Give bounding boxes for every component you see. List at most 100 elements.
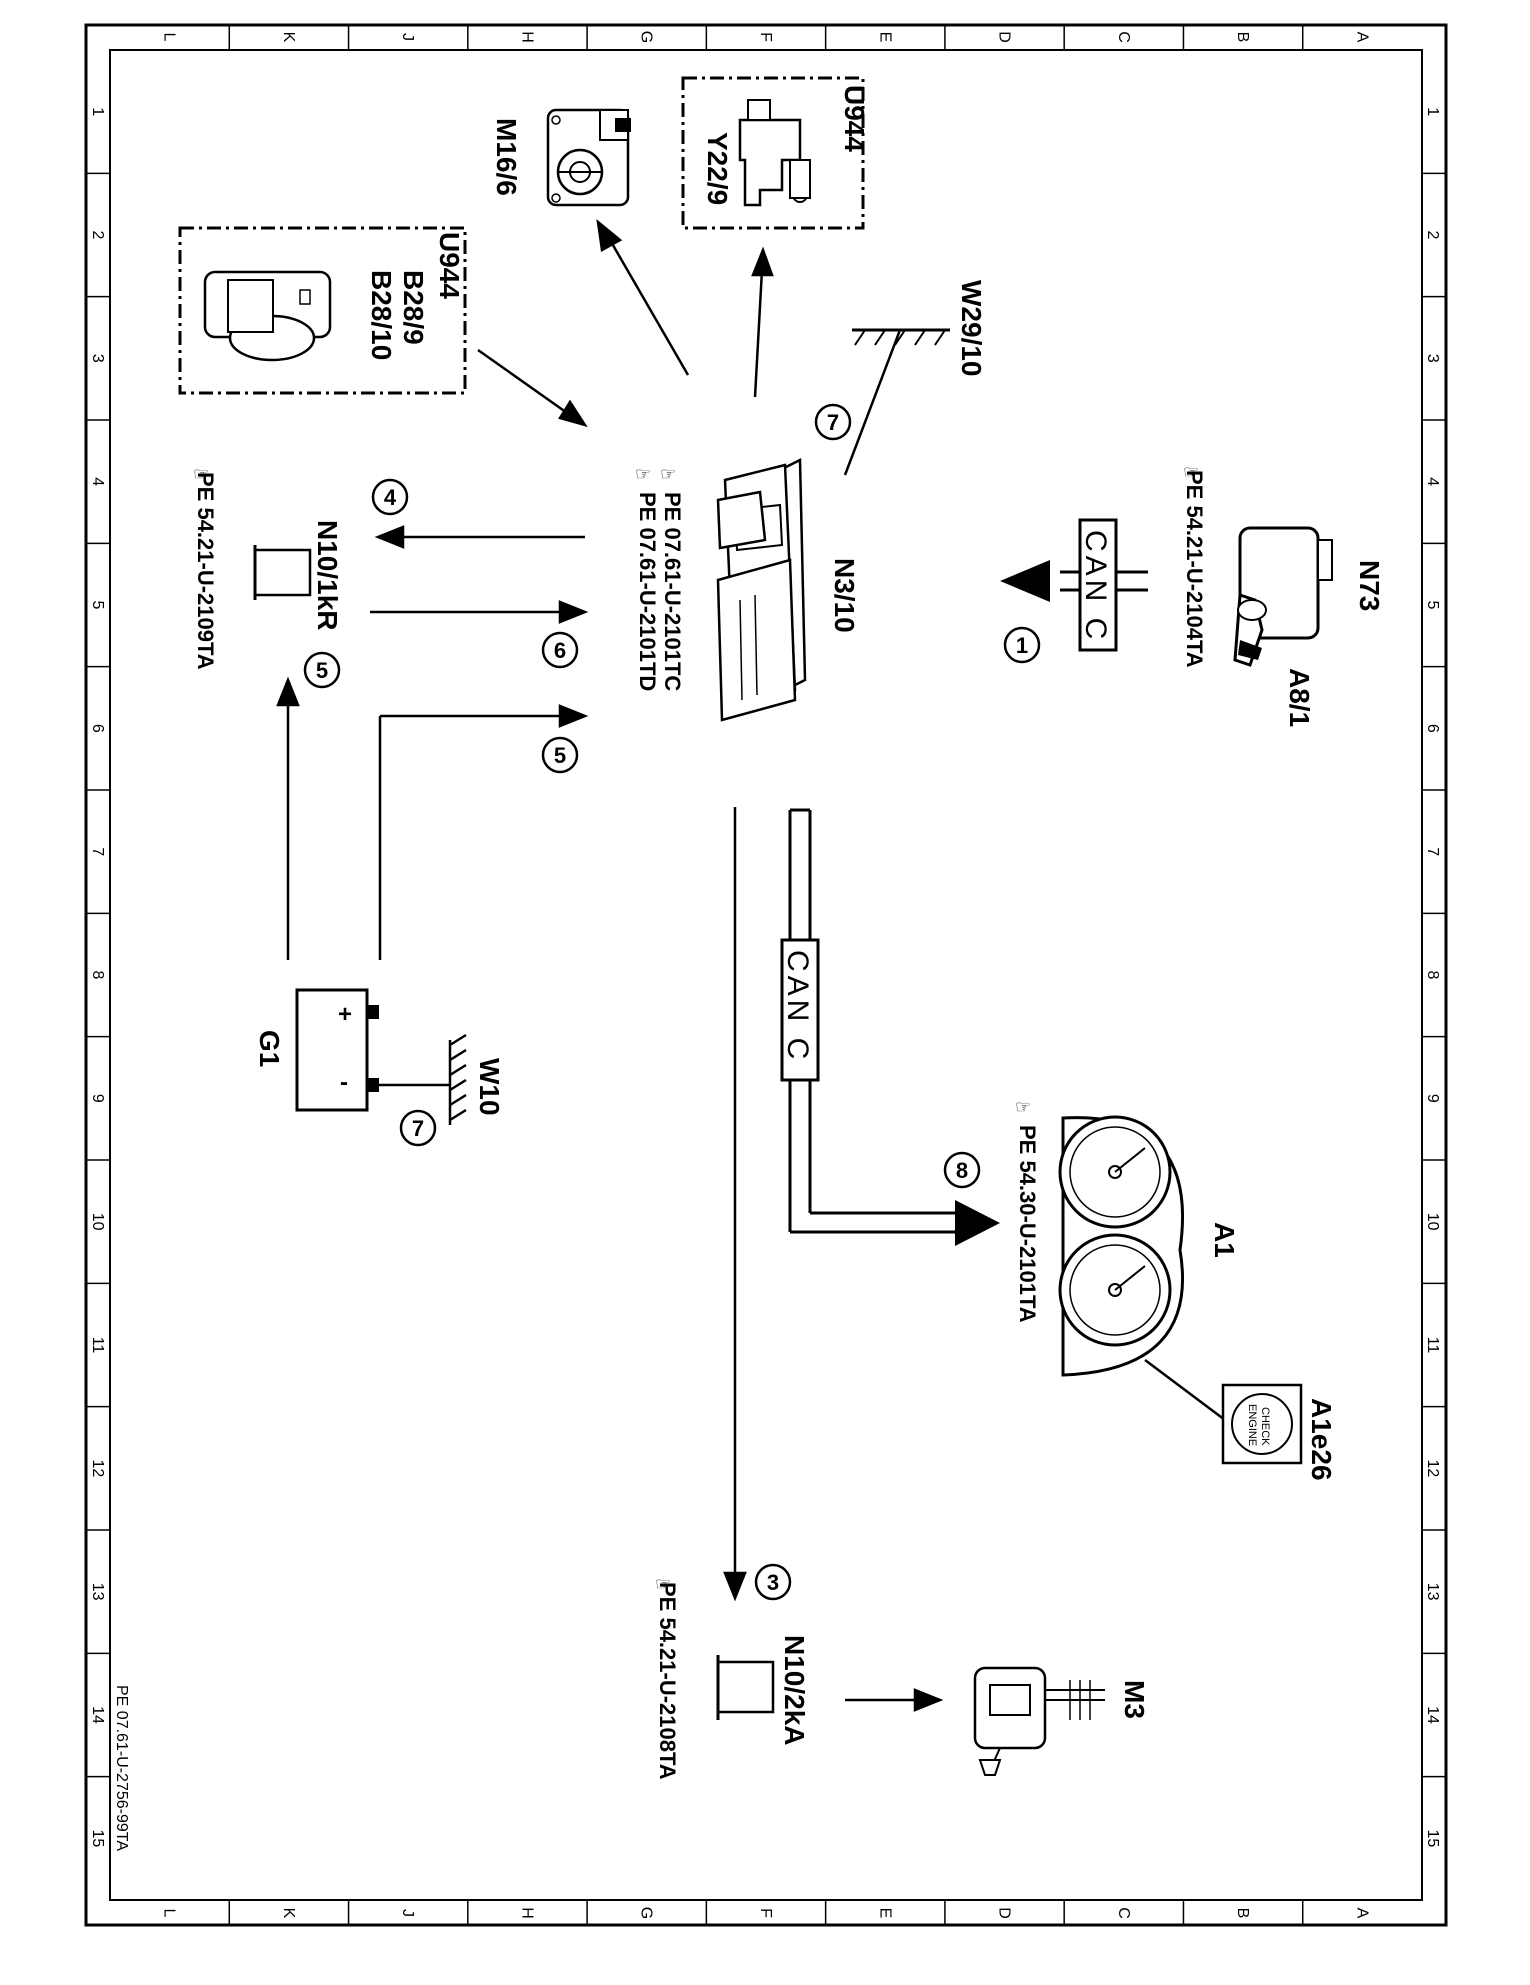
svg-text:4: 4 [384,485,397,510]
grid-row-label: 14 [1424,1706,1441,1724]
outer-frame [84,23,1448,1927]
can-mid-label: CAN C [781,950,814,1063]
marker-7-top: 7 [814,403,852,441]
grid-row-label: 12 [1424,1459,1441,1477]
grid-column-label: H [518,31,535,43]
document-reference: PE 07.61-U-2756-99TA [113,1685,130,1851]
w29-10-ground [843,328,950,476]
grid-column-label: F [757,1908,774,1918]
grid-row-label: 12 [89,1459,106,1477]
grid-column-label: H [518,1907,535,1919]
n73-ref-label: PE 54.21-U-2104TA [1182,470,1207,668]
reference-hand-icon: ☞ [193,464,209,484]
grid-column-label: B [1234,1908,1251,1919]
grid-column-label: J [399,33,416,41]
grid-column-label: E [876,32,893,43]
grid-row-label: 14 [89,1706,106,1724]
grid-column-label: J [399,1909,416,1917]
g1-label: G1 [254,1030,285,1067]
a1e26-check-engine-lamp [1221,1383,1303,1465]
grid-row-label: 2 [89,231,106,240]
grid-column-label: C [1115,31,1132,43]
check-engine-line1: CHECK [1259,1407,1271,1446]
grid-column-label: A [1353,1908,1370,1919]
grid-row-label: 10 [1424,1213,1441,1231]
m3-fuel-pump [973,1666,1105,1776]
can-top-label: CAN C [1079,530,1112,643]
grid-column-label: A [1353,32,1370,43]
grid-column-label: L [161,33,178,42]
svg-text:7: 7 [827,410,839,435]
m3-label: M3 [1119,1680,1150,1719]
reference-hand-icon: ☞ [635,464,651,484]
a8-1-label: A8/1 [1284,668,1315,727]
grid-column-label: G [638,1907,655,1919]
n10-1kr-lines [276,525,589,960]
y22-9-label: Y22/9 [702,132,733,205]
g1-minus-label: - [340,1069,348,1096]
grid-row-label: 8 [1424,971,1441,980]
grid-column-label: K [280,1908,297,1919]
n10-2ka-feed-line [723,807,747,1602]
m16-6-throttle [546,108,631,207]
grid-column-label: F [757,32,774,42]
grid-row-label: 8 [89,971,106,980]
grid-row-label: 13 [89,1583,106,1601]
grid-column-label: E [876,1908,893,1919]
n73-switch [1233,526,1333,667]
b28-10-label: B28/10 [366,270,397,360]
svg-text:5: 5 [554,743,566,768]
check-engine-line2: ENGINE [1246,1404,1258,1446]
w10-ground [448,1033,467,1125]
a1-label: A1 [1209,1222,1240,1258]
m16-6-label: M16/6 [491,118,522,196]
grid-ticks [86,25,1446,1925]
grid-column-label: K [280,32,297,43]
grid-column-label: G [638,31,655,43]
can-mid-bus [780,808,1000,1246]
w29-10-label: W29/10 [956,280,987,377]
g1-plus-label: + [338,1001,352,1028]
grid-row-label: 1 [89,107,106,116]
grid-row-label: 11 [1424,1337,1441,1354]
n10-1kr-relay [253,545,312,600]
marker-1: 1 [1003,626,1041,664]
grid-row-label: 15 [1424,1829,1441,1847]
svg-text:5: 5 [316,658,328,683]
reference-hand-icon: ☞ [660,464,676,484]
marker-4: 4 [371,478,409,516]
u944-b28-group [178,226,467,395]
reference-hand-icon: ☞ [1183,462,1199,482]
n3-10-label: N3/10 [829,558,860,633]
g1-battery [295,988,450,1112]
marker-5-ecu: 5 [541,736,579,774]
grid-row-label: 6 [89,724,106,733]
grid-row-label: 15 [89,1829,106,1847]
marker-8: 8 [943,1151,981,1189]
marker-3: 3 [754,1563,792,1601]
reference-hand-icon: ☞ [655,1574,671,1594]
grid-row-label: 10 [89,1213,106,1231]
can-top-bus [1000,518,1148,652]
reference-hand-icon: ☞ [1015,1097,1031,1117]
grid-row-label: 3 [1424,354,1441,363]
grid-row-label: 13 [1424,1583,1441,1601]
svg-text:7: 7 [412,1116,424,1141]
grid-row-label: 5 [1424,601,1441,610]
n3-10-ref2-label: PE 07.61-U-2101TD [635,492,660,691]
n10-2ka-ref-label: PE 54.21-U-2108TA [655,1582,680,1780]
grid-row-label: 6 [1424,724,1441,733]
svg-text:1: 1 [1016,633,1028,658]
grid-row-label: 5 [89,601,106,610]
grid-row-label: 4 [89,477,106,486]
grid-column-label: D [996,31,1013,43]
u944-left-label: U944 [434,232,465,299]
u944-y22-9-group [681,76,865,230]
signal-arrows-top [477,219,774,428]
n10-2ka-relay [716,1655,775,1720]
n10-1kr-label: N10/1kR [312,520,343,631]
a1-ref-label: PE 54.30-U-2101TA [1015,1125,1040,1323]
inner-frame [109,49,1423,1901]
grid-row-label: 4 [1424,477,1441,486]
